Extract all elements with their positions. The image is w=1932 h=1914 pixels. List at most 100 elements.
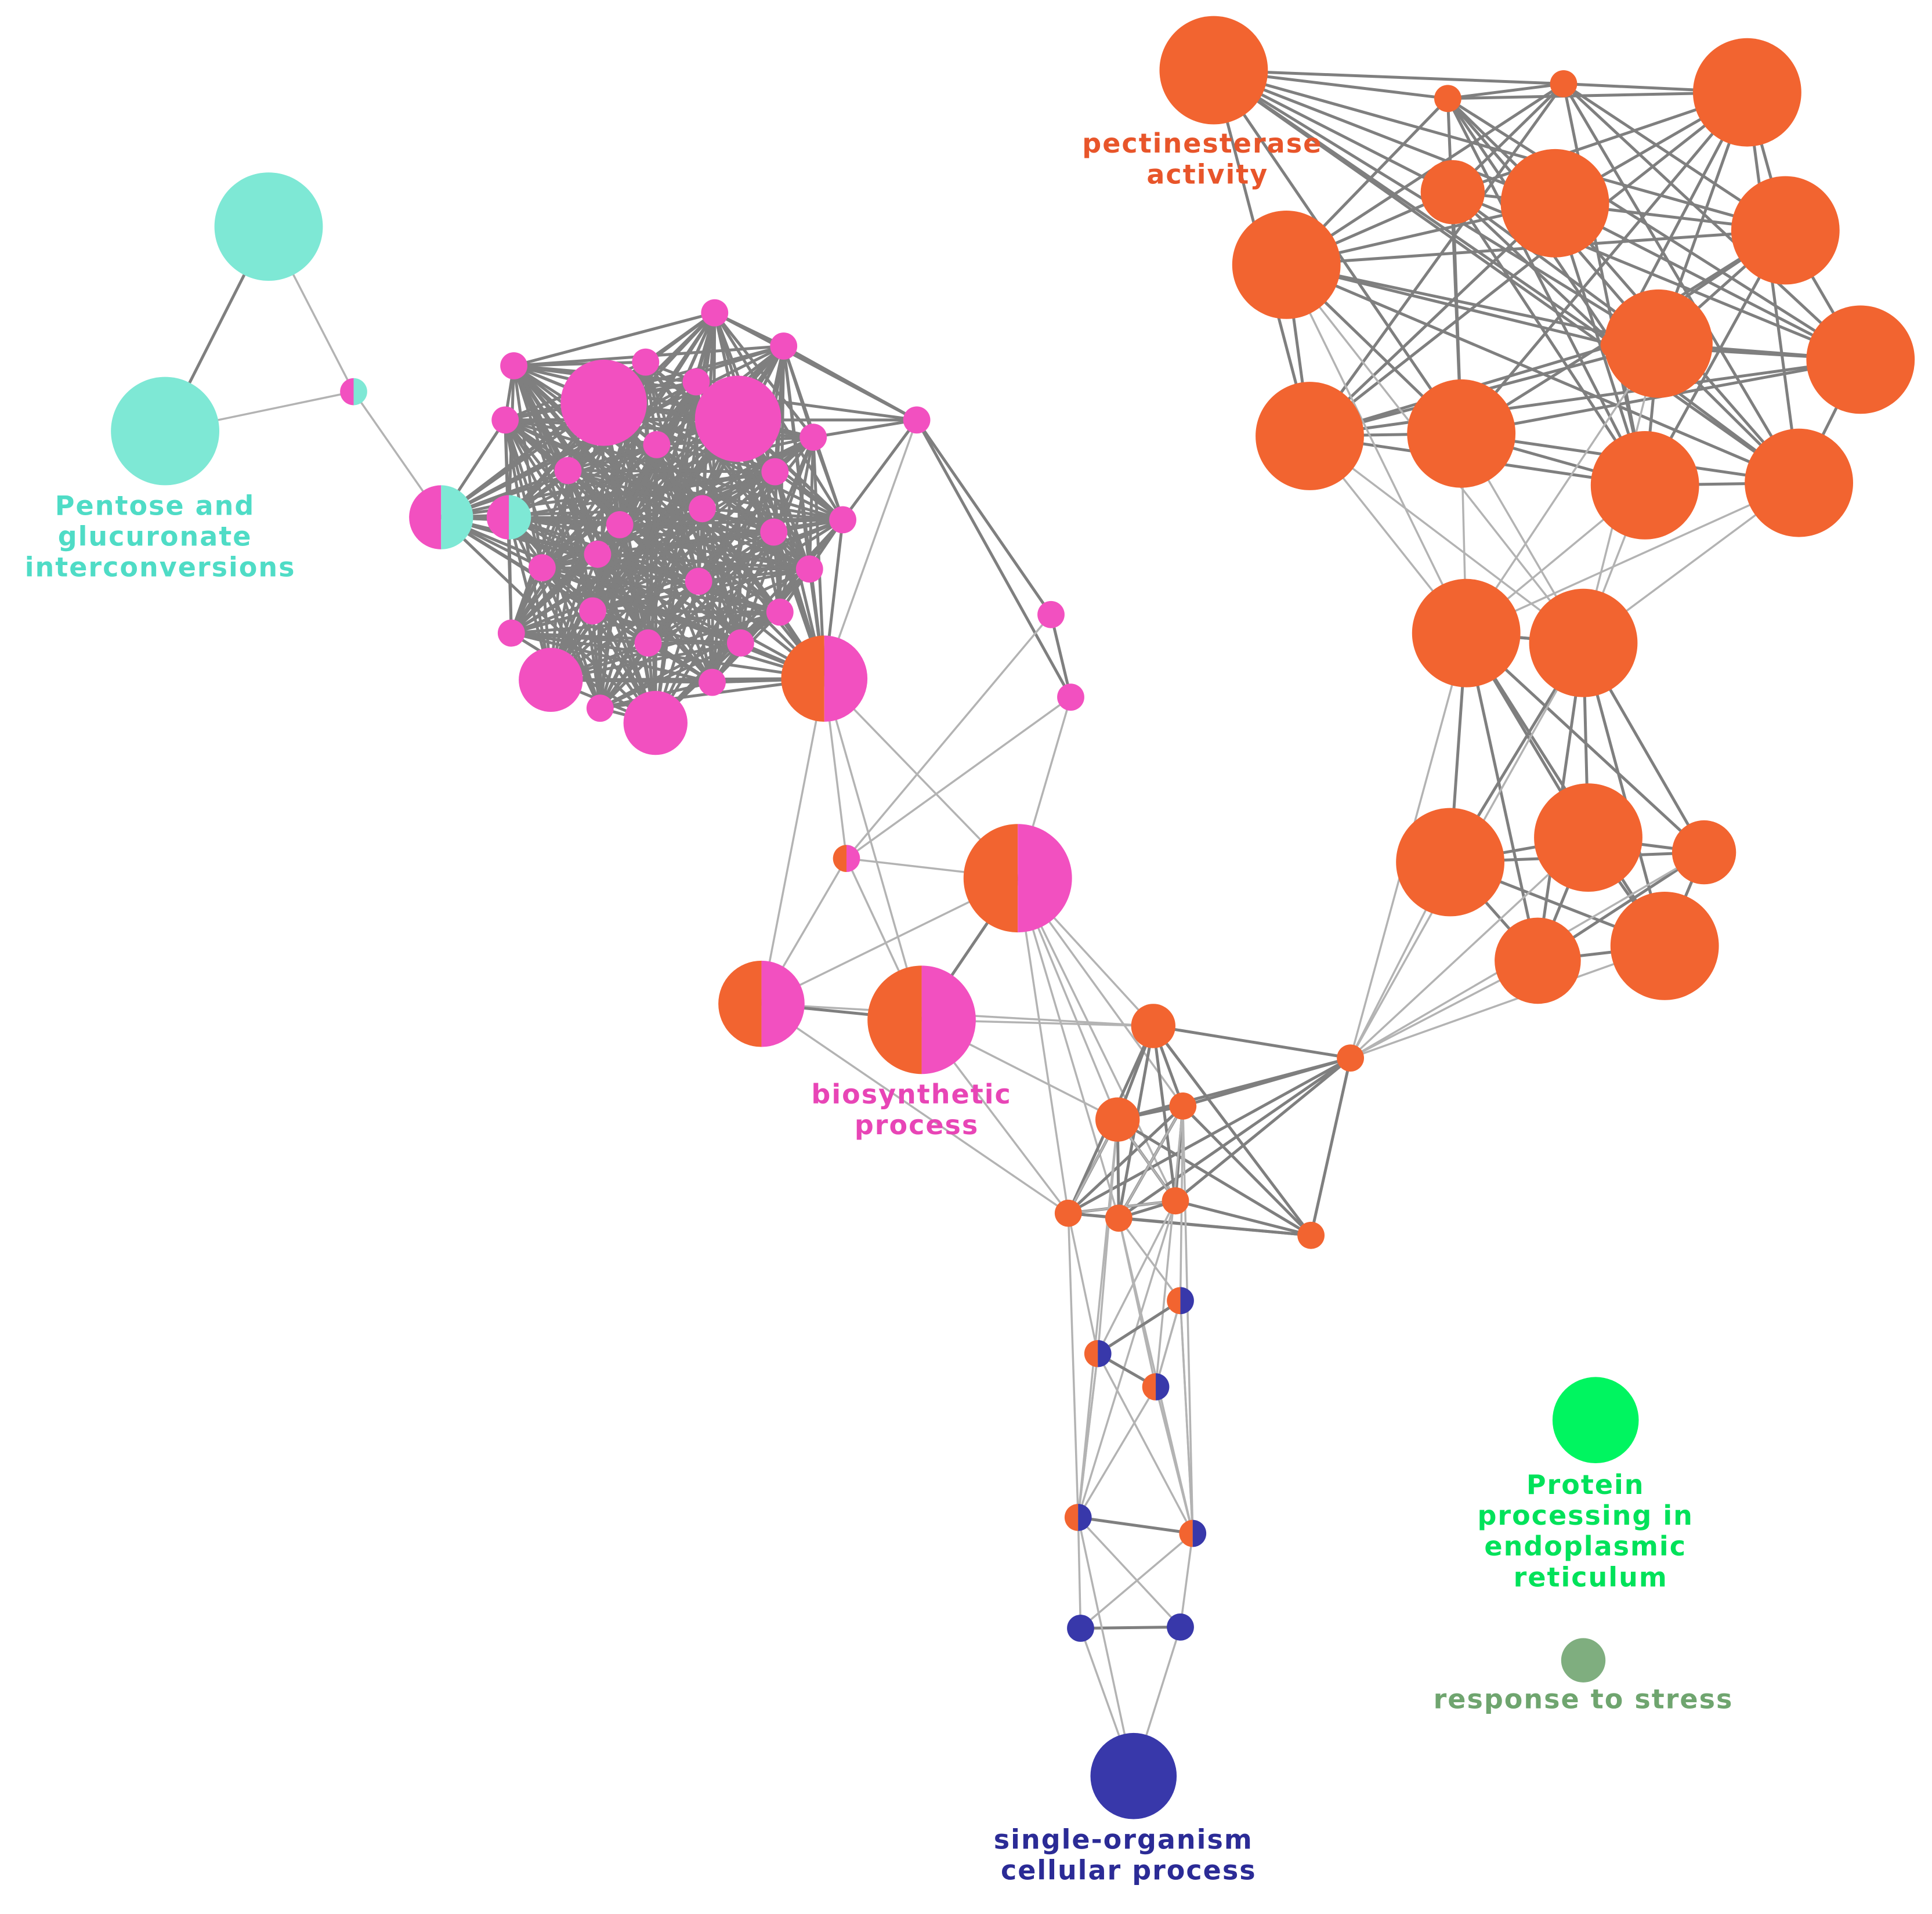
edge-m4-m11 (654, 443, 659, 725)
node-cm2-left-half (409, 485, 442, 549)
edge-o7-o15 (1285, 263, 1467, 634)
node-cm1-left-half (340, 378, 354, 406)
node-o26 (1054, 1199, 1082, 1227)
node-m11-fill (643, 431, 671, 458)
edge-on4-n3 (1077, 1516, 1135, 1777)
edge-o2-o10 (1446, 97, 1862, 361)
edge-m11-m12 (566, 443, 659, 472)
node-m19-fill (529, 554, 556, 582)
node-cm2 (409, 485, 473, 549)
edge-cm3-m28 (507, 516, 602, 710)
edge-o10-o11 (1308, 358, 1862, 437)
node-m7-fill (500, 352, 527, 379)
edge-o25-o29 (1181, 1104, 1313, 1237)
node-m27-fill (699, 668, 726, 696)
edge-o24-on4 (1077, 1118, 1119, 1519)
edge-o26-on4 (1067, 1212, 1080, 1519)
edge-m13-m19 (540, 470, 777, 570)
node-g1-fill (1552, 1377, 1639, 1463)
node-m13-fill (761, 458, 789, 486)
node-on1-left-half (1167, 1287, 1181, 1315)
edge-m12-m24 (509, 469, 570, 635)
node-o29 (1297, 1221, 1325, 1249)
edge-on2-on4 (1077, 1352, 1099, 1519)
node-m21 (685, 567, 712, 595)
edge-o26-on2 (1067, 1212, 1099, 1355)
node-m25-fill (634, 629, 662, 657)
node-o15-fill (1412, 578, 1521, 688)
node-n1-fill (1067, 1615, 1094, 1642)
node-m31-fill (682, 368, 710, 396)
label-single-line-1: single-organism (994, 1824, 1253, 1855)
edge-m25-m31 (646, 380, 698, 645)
node-o28 (1162, 1187, 1189, 1215)
node-on5-right-half (1192, 1519, 1207, 1547)
node-m32-fill (584, 540, 612, 568)
label-pentose-line-1: Pentose and (55, 490, 255, 521)
node-m1-fill (560, 359, 647, 446)
node-om1-left-half (781, 635, 824, 722)
node-cm1 (340, 378, 367, 406)
edge-m24-m31 (509, 380, 698, 635)
node-om3 (963, 824, 1072, 933)
node-m19 (529, 554, 556, 582)
edge-m10-m20 (808, 436, 815, 571)
edge-o5-o13 (1451, 190, 1647, 487)
label-stress-line-1: response to stress (1434, 1684, 1734, 1715)
node-m17 (606, 511, 634, 538)
edge-m20-m25 (646, 567, 811, 645)
edge-m24-om1 (509, 631, 826, 681)
node-m16 (829, 506, 856, 534)
edge-m14-m26 (701, 507, 742, 645)
node-m24-fill (497, 619, 525, 647)
node-o3-fill (1550, 70, 1578, 97)
node-m3-fill (519, 647, 583, 712)
node-o24 (1095, 1097, 1140, 1142)
edge-o28-on2 (1097, 1200, 1177, 1355)
node-o21 (1610, 892, 1719, 1000)
node-o14 (1745, 428, 1854, 537)
node-m1 (560, 359, 647, 446)
node-m24 (497, 619, 525, 647)
edge-o25-o26 (1066, 1104, 1185, 1215)
edge-o14-o15 (1465, 482, 1800, 634)
node-on4-right-half (1078, 1504, 1092, 1531)
node-o30-fill (1600, 331, 1628, 359)
label-biosyn-line-1: biosynthetic (811, 1079, 1011, 1110)
edge-m12-m13 (566, 469, 777, 473)
node-m10 (799, 424, 827, 451)
node-cm3-left-half (486, 495, 509, 540)
edge-o23-o25 (1181, 1057, 1352, 1108)
edge-m15-m10 (812, 418, 918, 439)
edge-m13-m16 (773, 470, 845, 522)
node-cm2-right-half (441, 485, 473, 549)
node-o16-fill (1529, 588, 1638, 697)
node-on4-left-half (1064, 1504, 1079, 1531)
node-o10 (1806, 305, 1915, 414)
edge-on2-on5 (1097, 1352, 1194, 1535)
node-o1-fill (1159, 16, 1268, 125)
label-pectin-line-2: activity (1146, 158, 1268, 190)
node-o1 (1159, 16, 1268, 125)
node-o12 (1407, 379, 1516, 488)
node-o4 (1693, 38, 1801, 147)
edge-m20-m21 (697, 567, 811, 583)
edge-m18-m24 (509, 530, 776, 635)
node-m14-fill (689, 495, 716, 523)
node-o20-fill (1495, 917, 1581, 1004)
node-m30-fill (1057, 683, 1084, 711)
label-biosyn-line-2: process (855, 1109, 979, 1141)
edge-o25-on3 (1155, 1105, 1184, 1388)
node-o20 (1495, 917, 1581, 1004)
node-o22 (1131, 1004, 1176, 1048)
edge-o4-o14 (1745, 91, 1801, 484)
node-o14-fill (1745, 428, 1854, 537)
node-m2-fill (694, 375, 782, 462)
node-on2 (1084, 1340, 1112, 1367)
node-m31 (682, 368, 710, 396)
edge-m22-m24 (509, 609, 594, 635)
node-o5-fill (1420, 160, 1485, 225)
node-m23-fill (766, 598, 794, 626)
edge-o23-o28 (1174, 1057, 1352, 1203)
edge-m24-m32 (509, 552, 599, 635)
